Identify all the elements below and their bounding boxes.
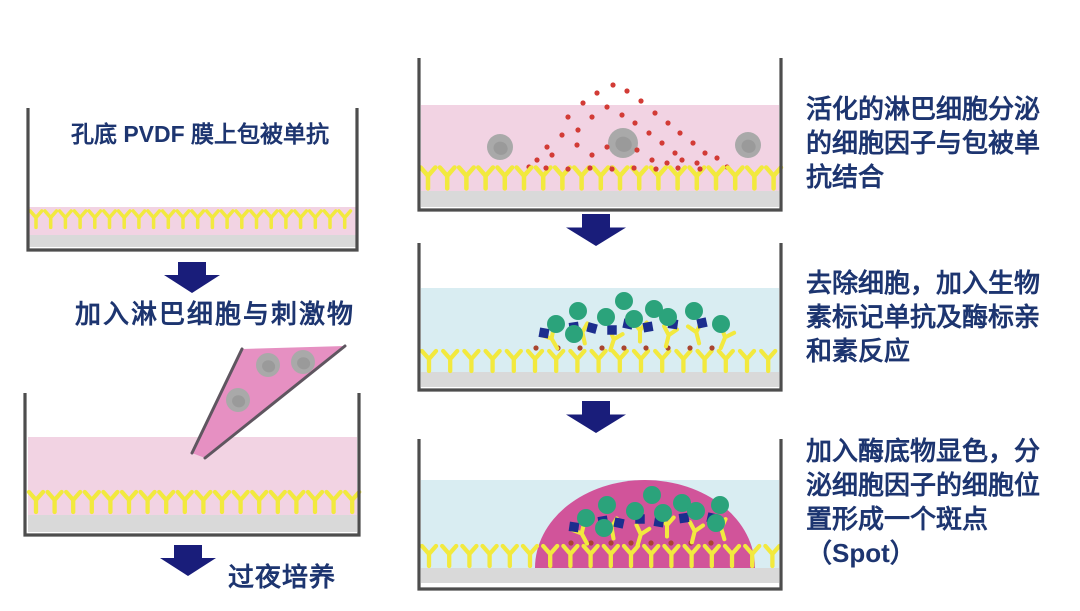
label-line: 泌细胞因子的细胞位: [806, 470, 1041, 500]
label-line: 素标记单抗及酶标亲: [806, 302, 1041, 332]
label-line: 的细胞因子与包被单: [806, 128, 1041, 158]
label-substrate-spot: 加入酶底物显色，分 泌细胞因子的细胞位 置形成一个斑点 （Spot）: [806, 434, 1080, 570]
label-line: （Spot）: [806, 538, 916, 568]
down-arrow-icon: [164, 262, 220, 293]
well-spot-formation: [417, 439, 783, 591]
label-line: 抗结合: [806, 162, 885, 192]
well-add-cells-pipette: [23, 344, 362, 537]
well-detection-antibody: [417, 243, 783, 392]
label-overnight-culture: 过夜培养: [228, 562, 337, 592]
down-arrow-icon: [566, 401, 626, 433]
label-line: 加入酶底物显色，分: [806, 436, 1041, 466]
label-remove-cells-add-detection: 去除细胞，加入生物 素标记单抗及酶标亲 和素反应: [806, 266, 1080, 368]
label-line: 活化的淋巴细胞分泌: [806, 94, 1041, 124]
label-coat-antibody: 孔底 PVDF 膜上包被单抗: [70, 121, 330, 147]
down-arrow-icon: [160, 545, 216, 576]
label-cytokine-binding: 活化的淋巴细胞分泌 的细胞因子与包被单 抗结合: [806, 92, 1080, 194]
label-line: 置形成一个斑点: [806, 504, 989, 534]
well-pvdf-coated: [26, 108, 359, 252]
down-arrow-icon: [566, 214, 626, 246]
well-cytokine-secretion: [417, 58, 784, 212]
label-line: 和素反应: [806, 336, 911, 366]
label-line: 去除细胞，加入生物: [806, 268, 1041, 298]
label-add-lymphocytes: 加入淋巴细胞与刺激物: [74, 299, 355, 329]
